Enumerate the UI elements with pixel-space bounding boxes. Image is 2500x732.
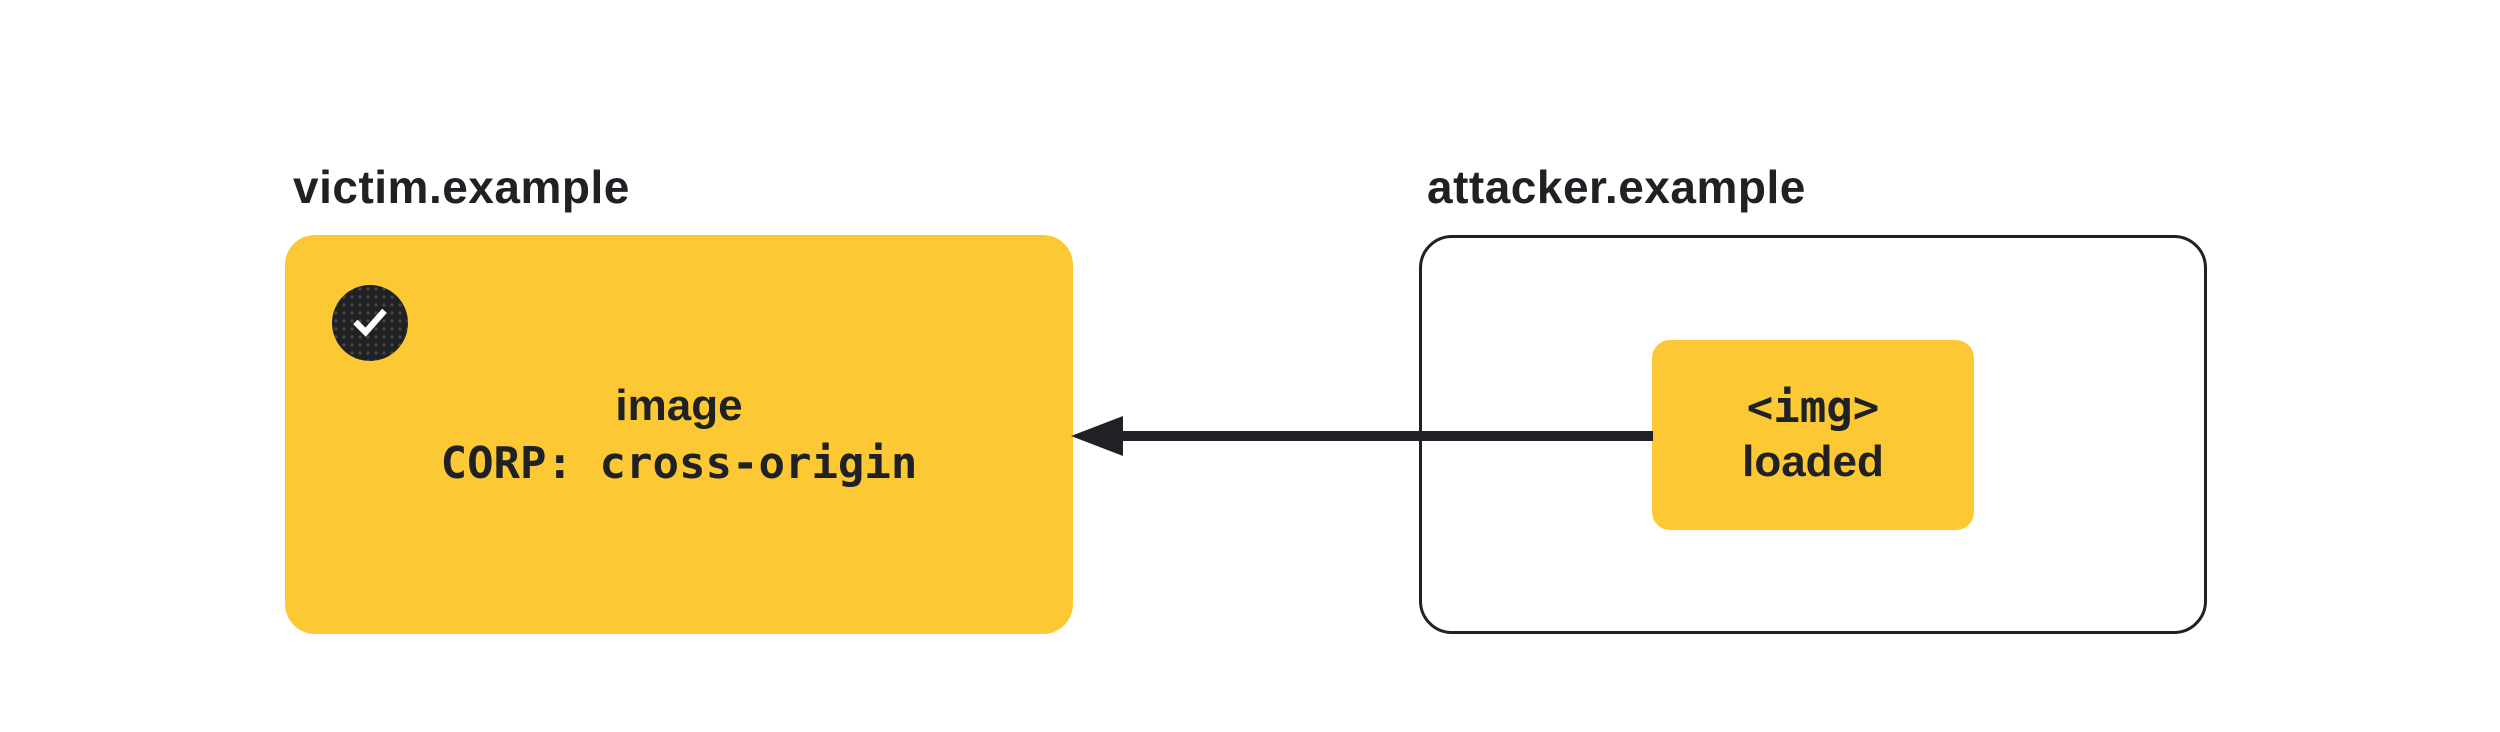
victim-resource-text: image CORP: cross-origin [441, 377, 918, 493]
img-tag-label: <img> [1746, 381, 1880, 433]
victim-domain-label: victim.example [293, 161, 630, 213]
attacker-origin-box: <img> loaded [1419, 235, 2207, 634]
check-icon [332, 285, 408, 361]
victim-resource-type: image [615, 380, 743, 430]
checkmark-glyph [353, 308, 387, 337]
victim-origin-box: image CORP: cross-origin [285, 235, 1073, 634]
arrowhead-left-icon [1071, 416, 1123, 456]
victim-corp-header: CORP: cross-origin [440, 437, 918, 489]
img-loaded-label: loaded [1742, 436, 1884, 486]
attacker-domain-label: attacker.example [1427, 161, 1806, 213]
img-loaded-box: <img> loaded [1652, 339, 1974, 530]
